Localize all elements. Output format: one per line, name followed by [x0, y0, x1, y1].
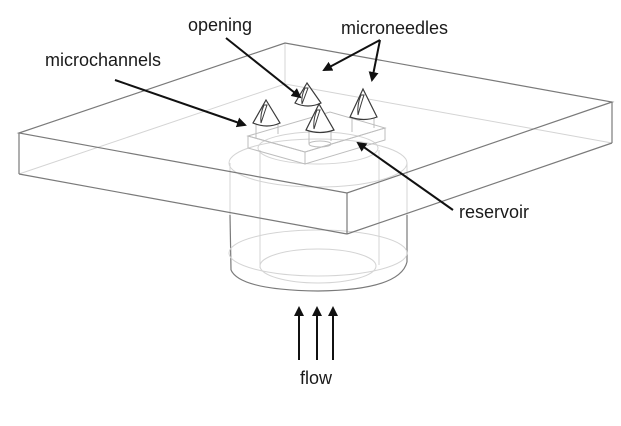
- cylinder-mid-ellipse: [228, 229, 408, 277]
- substrate-plate: [16, 42, 615, 235]
- opening-arrow: [225, 37, 302, 99]
- inner-cylinder-bottom-ellipse: [259, 248, 377, 284]
- label-microneedles: microneedles: [341, 18, 448, 38]
- outer-cylinder-bottom-front: [230, 261, 408, 292]
- plate-front-right-bottom-edge: [346, 142, 613, 235]
- microneedle-back: [294, 81, 322, 107]
- label-flow: flow: [300, 368, 333, 388]
- microchannels-arrow: [114, 79, 247, 128]
- label-microchannels: microchannels: [45, 50, 161, 70]
- microneedles-arrow-right: [368, 39, 381, 82]
- flow-arrows: [294, 306, 338, 360]
- microneedle-right: [349, 87, 378, 121]
- microchannel-block: [246, 111, 387, 165]
- microneedles-arrow-left: [322, 39, 381, 71]
- label-reservoir: reservoir: [459, 202, 529, 222]
- microneedles: [252, 81, 378, 134]
- outer-cylinder-left-side-lower: [229, 214, 232, 271]
- reservoir-cylinder: [228, 131, 408, 292]
- plate-front-left-bottom-edge: [18, 173, 348, 235]
- reservoir-arrow: [356, 141, 454, 211]
- label-opening: opening: [188, 15, 252, 35]
- microneedle-front: [305, 102, 335, 134]
- microneedle-left: [252, 98, 281, 127]
- annotation-arrows: [114, 37, 454, 211]
- plate-hidden-edges: [18, 43, 613, 175]
- outer-cylinder-top-ellipse: [228, 138, 408, 188]
